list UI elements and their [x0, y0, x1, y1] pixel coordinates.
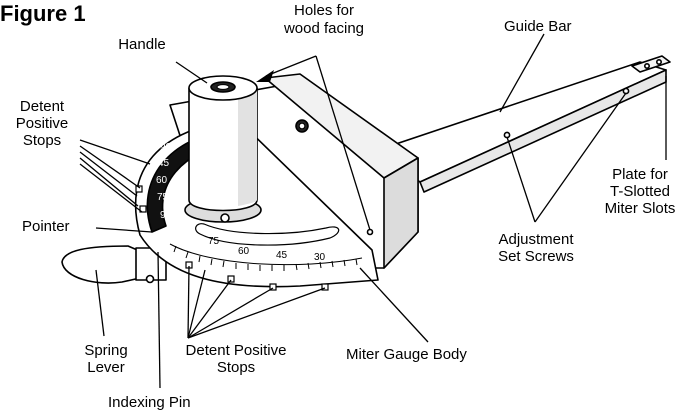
label-detent-top-line1: Detent: [19, 98, 65, 115]
label-spring-line2: Lever: [87, 359, 125, 376]
outer-scale-number-2: 60: [238, 246, 250, 257]
spring-lever-shape: [61, 245, 143, 284]
label-adjust-line1: Adjustment: [498, 231, 574, 248]
label-plate-line3: Miter Slots: [604, 200, 676, 217]
arc-slot: [195, 223, 340, 246]
label-plate-line2: T-Slotted: [609, 183, 671, 200]
label-spring-line1: Spring: [84, 342, 128, 359]
scale-hub: [220, 213, 230, 223]
label-holes-line2: wood facing: [283, 20, 365, 37]
leader-holes-end: [315, 55, 371, 231]
label-detent-top-line3: Stops: [22, 132, 62, 149]
inner-scale-number-1: 90: [160, 142, 172, 153]
facing-hole-end: [366, 228, 374, 236]
label-pointer: Pointer: [22, 218, 70, 235]
leader-set-screw-1: [506, 136, 536, 223]
inner-scale-number-5: 90: [160, 210, 172, 221]
scale-ticks: [173, 245, 358, 271]
label-handle: Handle: [118, 36, 166, 53]
holes-arrowhead: [256, 70, 274, 82]
label-detent-bottom-line2: Stops: [216, 359, 256, 376]
set-screw-1: [503, 131, 511, 139]
leader-detent-top-4: [79, 157, 139, 207]
figure-title: Figure 1: [0, 1, 86, 26]
leader-detent-top-3: [79, 151, 138, 197]
label-detent-top-line2: Positive: [15, 115, 69, 132]
set-screw-2: [622, 87, 630, 95]
leader-detent-top-1: [79, 139, 151, 165]
leader-spring-lever: [95, 269, 105, 337]
outer-scale-number-4: 30: [314, 252, 326, 263]
label-indexing-pin: Indexing Pin: [108, 394, 191, 411]
handle-shade: [238, 88, 257, 206]
inner-scale-number-3: 60: [156, 175, 168, 186]
leader-set-screw-2: [534, 92, 627, 223]
leader-detent-bottom-3: [187, 287, 274, 339]
inner-scale-number-2: 45: [158, 158, 170, 169]
outer-scale-number-3: 45: [276, 250, 288, 261]
miter-body-end: [383, 157, 419, 269]
leader-guide-bar: [499, 33, 545, 113]
leader-indexing-pin: [157, 251, 161, 389]
label-holes-line1: Holes for: [293, 2, 355, 19]
leader-lines: [79, 33, 667, 389]
degree-scale-arc: [169, 243, 363, 266]
detent-notches: [135, 185, 329, 291]
lever-pivot: [145, 274, 155, 284]
label-adjust-line2: Set Screws: [498, 248, 574, 265]
scale-numbers: 75 60 45 30 90 45 60 75 90: [156, 142, 326, 263]
plate-hole-2: [655, 58, 662, 65]
plate-hole-1: [643, 62, 650, 69]
guide-bar-shape: [377, 61, 667, 183]
label-guide-bar: Guide Bar: [504, 18, 572, 35]
leader-handle: [175, 61, 208, 84]
leader-detent-bottom-5: [187, 269, 206, 339]
leader-detent-bottom-2: [187, 279, 232, 339]
handle-bore-ring: [216, 84, 230, 90]
leader-detent-top-5: [79, 163, 143, 213]
facing-hole-top-inner: [298, 122, 306, 130]
outer-scale-number-1: 75: [208, 236, 220, 247]
label-plate-line1: Plate for: [612, 166, 668, 183]
leader-detent-bottom-4: [187, 287, 326, 339]
leader-miter-body: [359, 267, 429, 343]
leader-detent-top-2: [79, 145, 141, 189]
label-detent-bottom-line1: Detent Positive: [185, 342, 287, 359]
leader-pointer: [95, 227, 153, 233]
label-miter-body: Miter Gauge Body: [346, 346, 467, 363]
inner-scale-number-4: 75: [157, 192, 169, 203]
leader-detent-bottom-1: [187, 265, 190, 339]
leader-holes-arrow: [265, 55, 317, 77]
